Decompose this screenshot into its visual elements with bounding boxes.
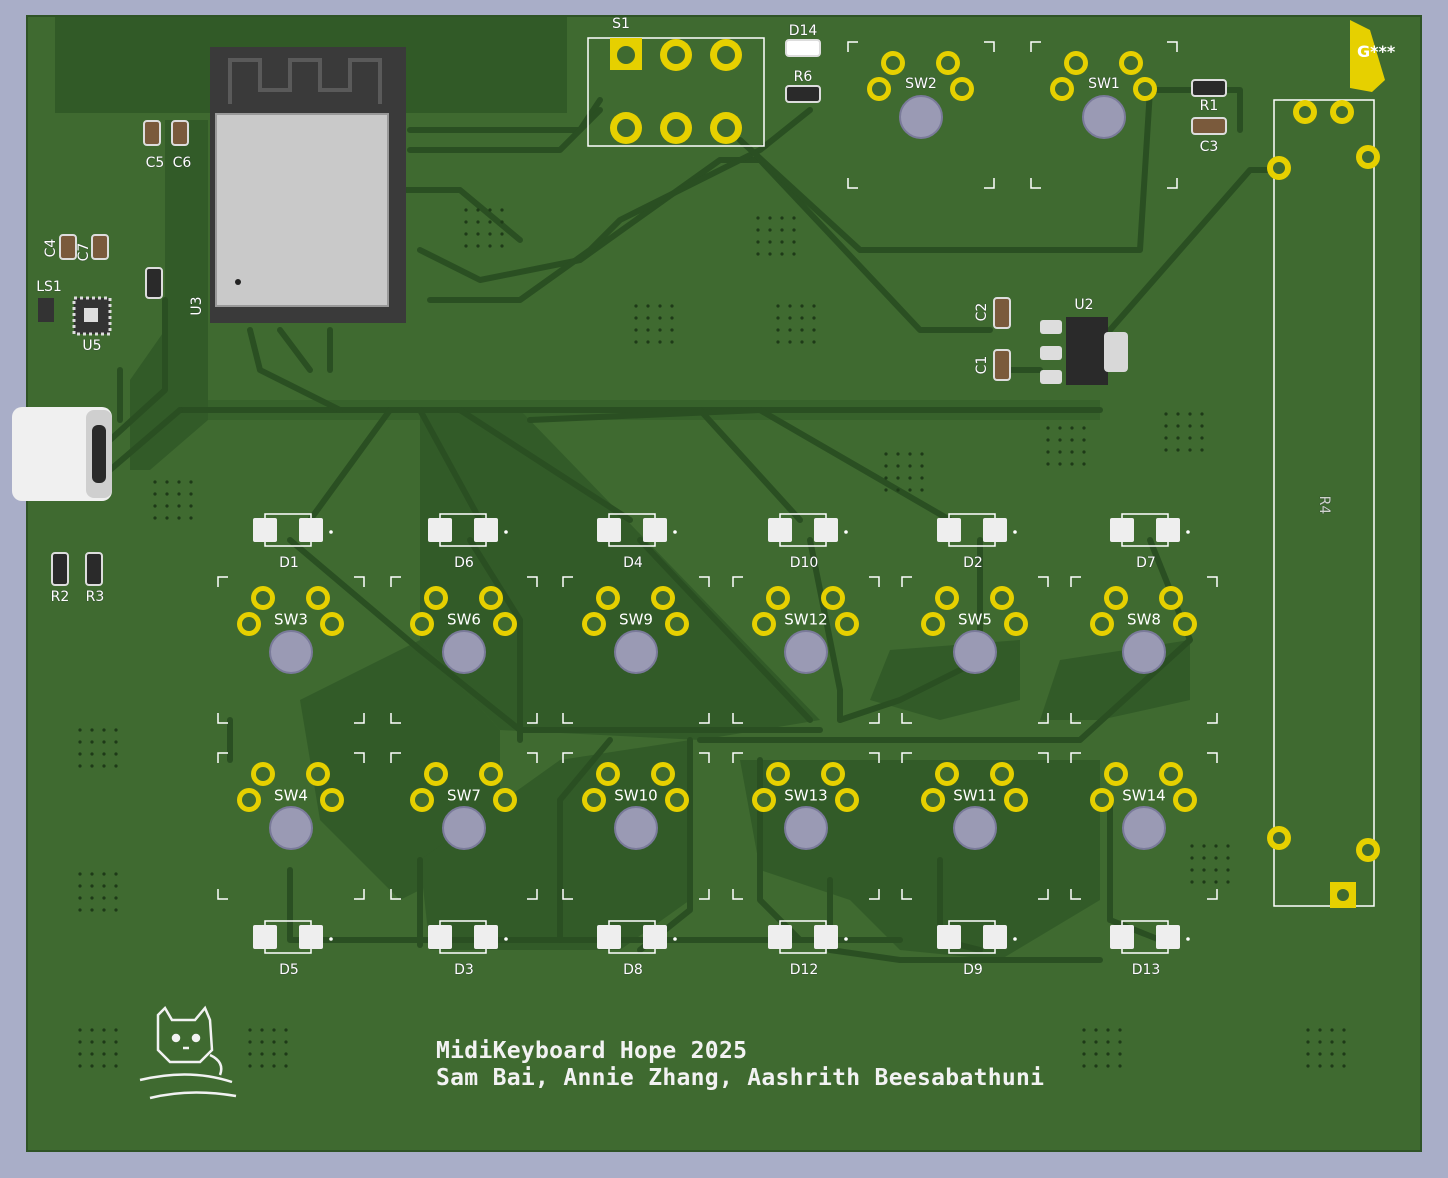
switch-sw12 (732, 576, 880, 724)
smd-passives (51, 39, 1227, 586)
switch-sw5 (901, 576, 1049, 724)
diode-d13 (1110, 920, 1190, 954)
diode-d12 (768, 920, 848, 954)
label-d14: D14 (788, 23, 818, 39)
label-c6: C6 (172, 155, 192, 171)
label-sw11: SW11 (953, 786, 997, 805)
label-c3: C3 (1199, 139, 1219, 155)
label-c7: C7 (76, 242, 92, 262)
switch-sw11 (901, 752, 1049, 900)
label-ls1: LS1 (36, 279, 62, 295)
diodes (253, 513, 1190, 954)
diode-d7 (1110, 513, 1190, 547)
switch-sw4 (217, 752, 365, 900)
label-d9: D9 (963, 962, 983, 978)
diode-d2 (937, 513, 1017, 547)
switch-sw3 (217, 576, 365, 724)
label-c4: C4 (43, 238, 59, 258)
label-d7: D7 (1136, 555, 1156, 571)
label-sw4: SW4 (274, 786, 308, 805)
switch-sw9 (562, 576, 710, 724)
corner-logo-mark (1350, 20, 1385, 92)
label-r4: R4 (1316, 495, 1332, 515)
diode-d3 (428, 920, 508, 954)
diode-d9 (937, 920, 1017, 954)
resistor-r4-footprint (1267, 99, 1380, 908)
switch-sw8 (1070, 576, 1218, 724)
diode-d6 (428, 513, 508, 547)
key-switches (217, 41, 1218, 900)
label-d5: D5 (279, 962, 299, 978)
copper-traces (107, 87, 1283, 963)
label-sw5: SW5 (958, 610, 992, 629)
via-grids (78, 208, 1346, 1068)
switch-sw10 (562, 752, 710, 900)
label-d10: D10 (789, 555, 819, 571)
label-c2: C2 (974, 302, 990, 322)
label-sw7: SW7 (447, 786, 481, 805)
label-sw10: SW10 (614, 786, 658, 805)
label-sw6: SW6 (447, 610, 481, 629)
corner-text: G*** (1357, 42, 1396, 61)
label-d2: D2 (963, 555, 983, 571)
label-d6: D6 (454, 555, 474, 571)
label-c5: C5 (145, 155, 165, 171)
label-u3: U3 (189, 296, 205, 316)
label-s1: S1 (612, 16, 630, 32)
label-u2: U2 (1074, 297, 1094, 313)
diode-d1 (253, 513, 333, 547)
switch-sw13 (732, 752, 880, 900)
title-line-2: Sam Bai, Annie Zhang, Aashrith Beesabath… (436, 1065, 1045, 1091)
label-d8: D8 (623, 962, 643, 978)
label-sw8: SW8 (1127, 610, 1161, 629)
switch-sw1 (1030, 41, 1178, 189)
label-d13: D13 (1131, 962, 1161, 978)
switch-sw14 (1070, 752, 1218, 900)
regulator-u2 (1040, 317, 1128, 385)
board-title: MidiKeyboard Hope 2025 Sam Bai, Annie Zh… (436, 1038, 1044, 1092)
label-sw9: SW9 (619, 610, 653, 629)
label-sw1: SW1 (1088, 76, 1120, 92)
slide-switch-s1 (587, 37, 765, 147)
label-d4: D4 (623, 555, 643, 571)
label-sw2: SW2 (905, 76, 937, 92)
usb-c-connector-icon (12, 407, 112, 501)
diode-d4 (597, 513, 677, 547)
switch-sw6 (390, 576, 538, 724)
label-c1: C1 (974, 355, 990, 375)
label-sw3: SW3 (274, 610, 308, 629)
label-r6: R6 (793, 69, 813, 85)
label-d12: D12 (789, 962, 819, 978)
title-line-1: MidiKeyboard Hope 2025 (436, 1038, 748, 1064)
diode-d10 (768, 513, 848, 547)
label-r3: R3 (85, 589, 105, 605)
label-r1: R1 (1199, 98, 1219, 114)
ic-u5 (72, 296, 112, 336)
esp32-module-icon (210, 47, 406, 323)
diode-d8 (597, 920, 677, 954)
buzzer-ls1 (38, 298, 54, 322)
cat-mascot-icon (139, 1005, 237, 1100)
label-r2: R2 (50, 589, 70, 605)
label-d1: D1 (279, 555, 299, 571)
label-sw14: SW14 (1122, 786, 1166, 805)
label-sw12: SW12 (784, 610, 828, 629)
label-sw13: SW13 (784, 786, 828, 805)
label-d3: D3 (454, 962, 474, 978)
switch-sw2 (847, 41, 995, 189)
switch-sw7 (390, 752, 538, 900)
diode-d5 (253, 920, 333, 954)
label-u5: U5 (82, 338, 102, 354)
